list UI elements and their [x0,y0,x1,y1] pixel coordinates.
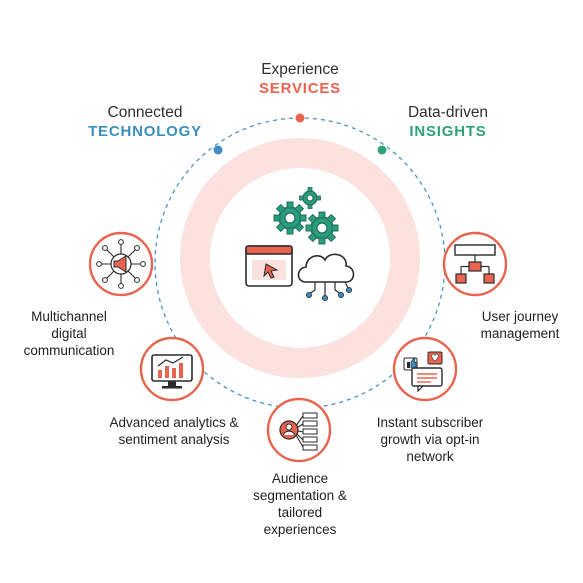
analytics-label: Advanced analytics & sentiment analysis [109,415,239,447]
journey-node [442,231,508,297]
social-engagement-icon [403,351,443,393]
browser-cursor-icon [245,245,293,287]
chart-monitor-icon [151,354,193,389]
user-segmentation-icon [279,412,318,451]
insights-sub: Data-driven [407,104,489,121]
megaphone-network-icon [96,239,146,289]
multichannel-node [88,231,154,297]
cloud-network-icon [297,253,355,301]
gear-icon [273,187,339,245]
instant-node [392,336,458,402]
flowchart-icon [454,244,496,284]
center-ring [180,138,420,378]
technology-sub: Connected [107,104,183,121]
analytics-node [139,336,205,402]
technology-title: TECHNOLOGY [88,123,202,140]
services-sub: Experience [261,61,339,78]
journey-label: User journey management [480,309,560,341]
multichannel-label: Multichannel digital communication [23,309,115,358]
instant-label: Instant subscriber growth via opt-in net… [376,415,484,464]
services-header: Experience SERVICES [220,60,380,99]
insights-header: Data-driven INSIGHTS [373,103,523,142]
audience-label: Audience segmentation & tailored experie… [253,471,347,537]
insights-dot [377,145,387,155]
insights-title: INSIGHTS [409,123,487,140]
services-dot [295,113,305,123]
services-title: SERVICES [259,80,341,97]
technology-header: Connected TECHNOLOGY [70,103,220,142]
audience-node [266,397,332,463]
technology-dot [213,145,223,155]
